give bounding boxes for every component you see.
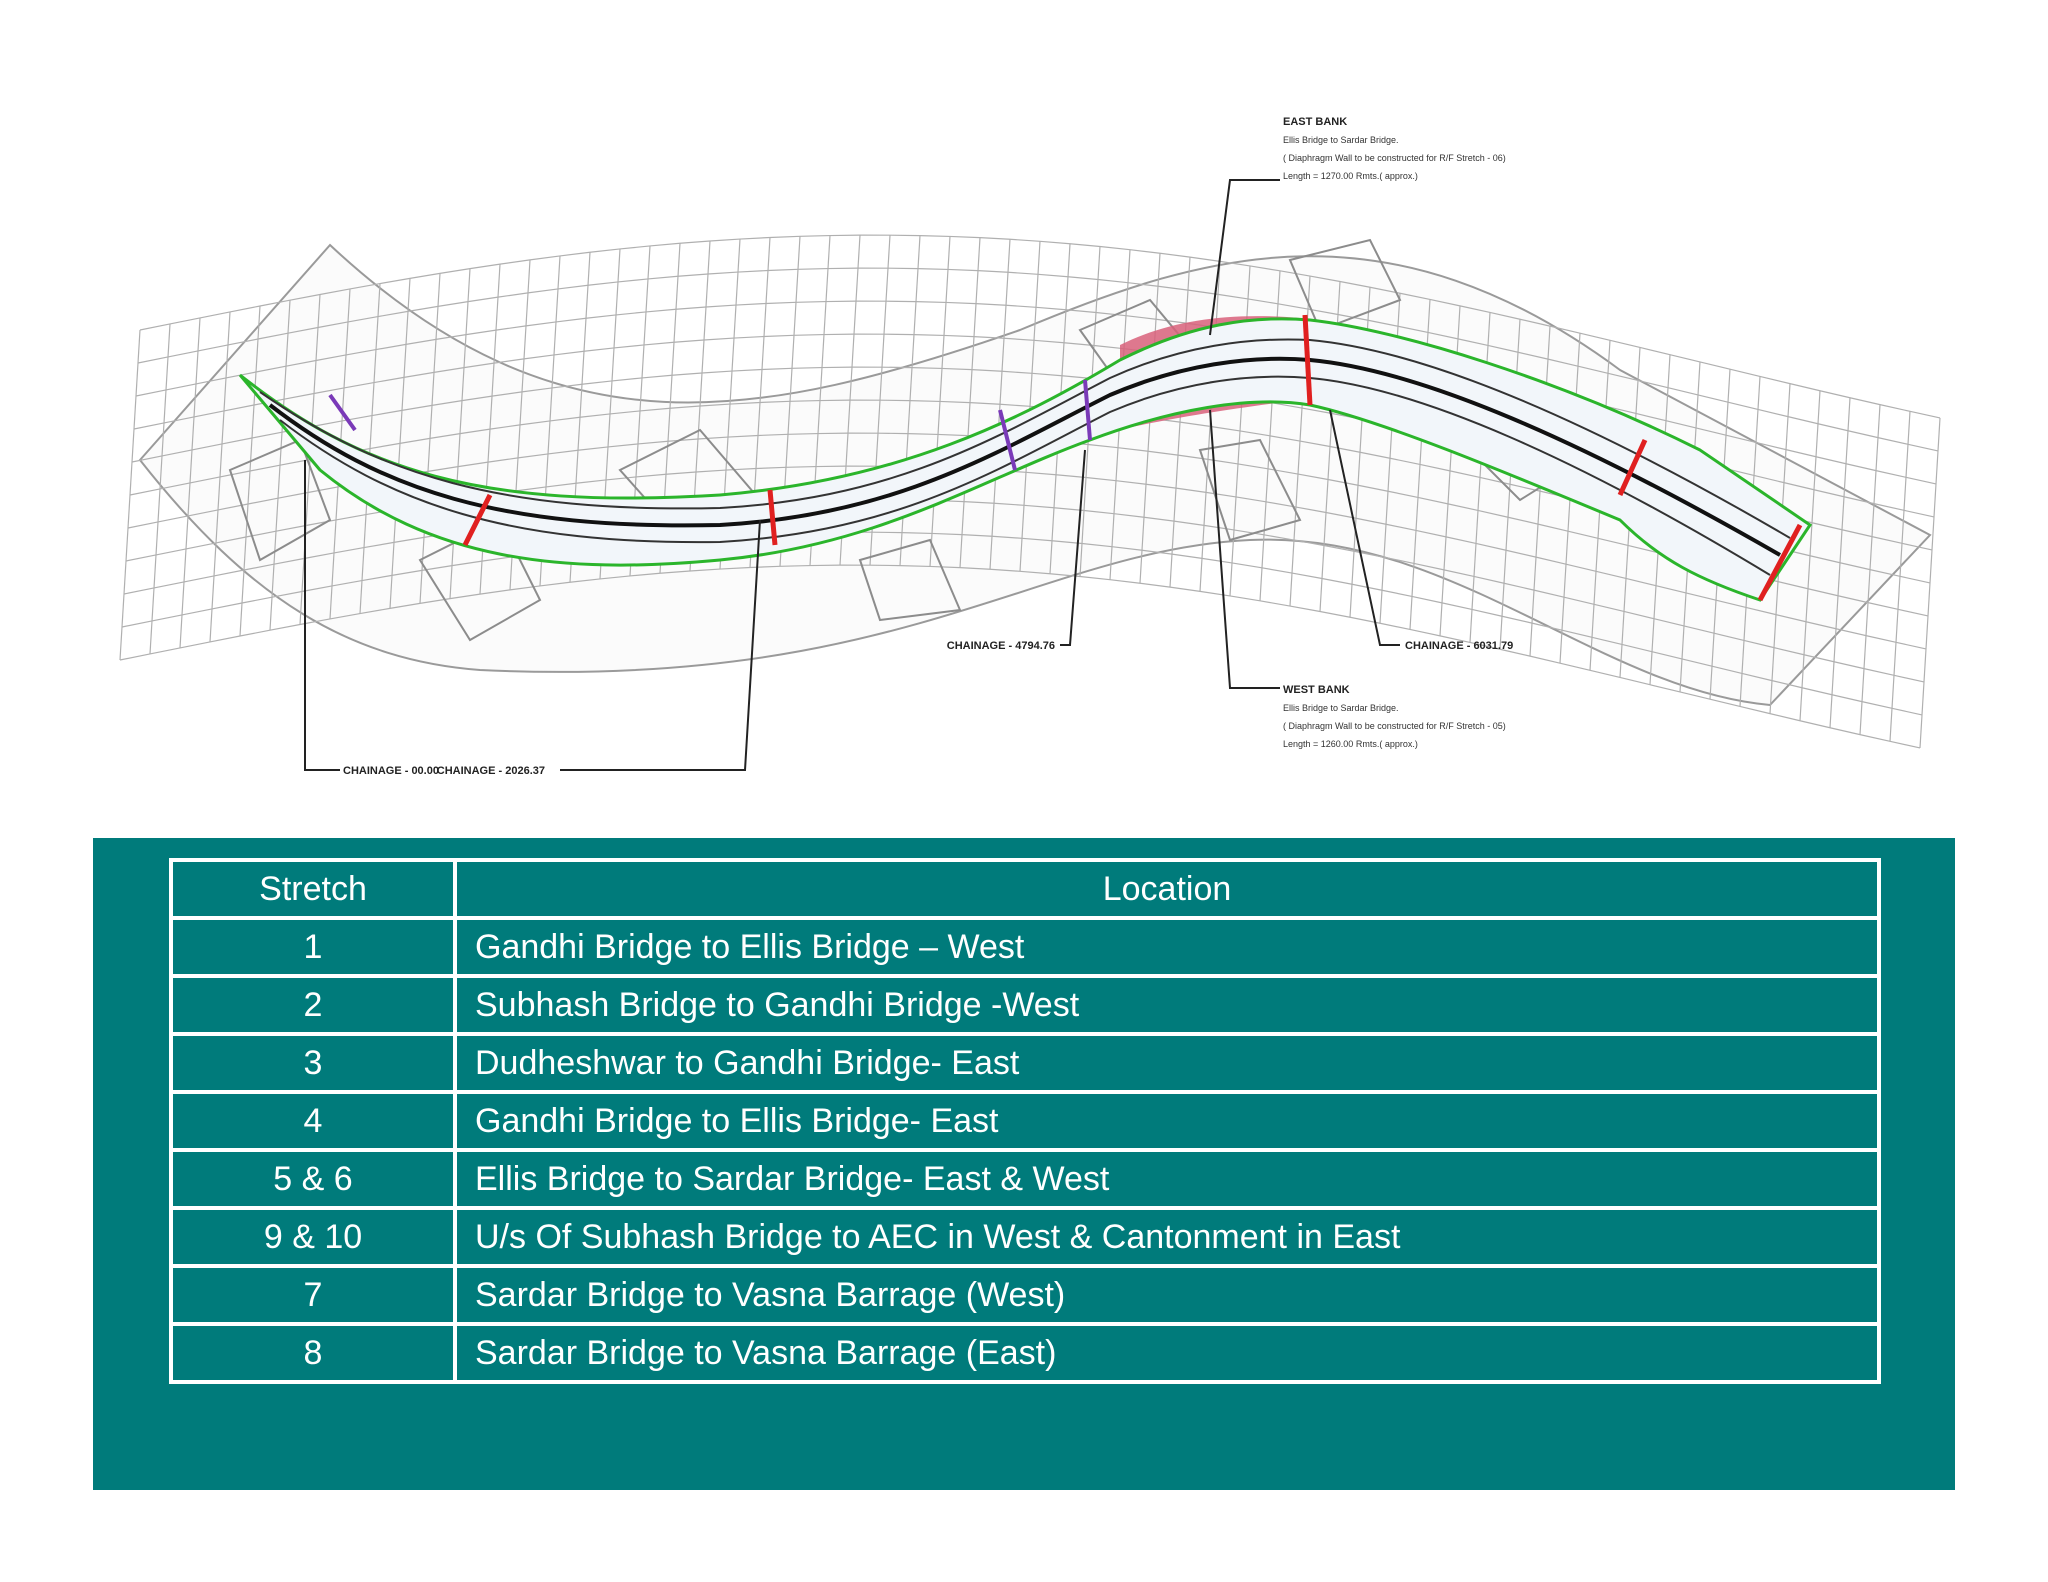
river-lane-top [259,338,1791,539]
cell-location: Sardar Bridge to Vasna Barrage (West) [453,1264,1881,1326]
cell-location: Subhash Bridge to Gandhi Bridge -West [453,974,1881,1036]
grid-curve [121,531,1923,716]
cell-stretch: 4 [169,1090,457,1152]
cell-stretch: 3 [169,1032,457,1094]
grid-curve [135,300,1937,485]
chainage-label: CHAINAGE - 4794.76 [947,640,1055,652]
cell-stretch: 9 & 10 [169,1206,457,1268]
cell-location: Gandhi Bridge to Ellis Bridge- East [453,1090,1881,1152]
grid-curve [119,564,1921,749]
table-row: 1 Gandhi Bridge to Ellis Bridge – West [169,916,1881,978]
table-row: 8 Sardar Bridge to Vasna Barrage (East) [169,1322,1881,1384]
cell-stretch: 8 [169,1322,457,1384]
grid-curve [123,498,1925,683]
chainage-label: CHAINAGE - 2026.37 [437,765,545,777]
east-bank-line: Ellis Bridge to Sardar Bridge. [1283,135,1399,145]
table-row: 9 & 10 U/s Of Subhash Bridge to AEC in W… [169,1206,1881,1268]
west-bank-title: WEST BANK [1283,684,1350,696]
river-lane-bottom [279,375,1771,576]
table-row: 3 Dudheshwar to Gandhi Bridge- East [169,1032,1881,1094]
bridge-markers [328,379,1092,471]
table-row: 4 Gandhi Bridge to Ellis Bridge- East [169,1090,1881,1152]
chainage-label: CHAINAGE - 6031.79 [1405,640,1513,652]
west-bank-line: Ellis Bridge to Sardar Bridge. [1283,703,1399,713]
east-bank-line: ( Diaphragm Wall to be constructed for R… [1283,153,1506,163]
header-stretch: Stretch [169,858,457,920]
header-location: Location [453,858,1881,920]
table-row: 7 Sardar Bridge to Vasna Barrage (West) [169,1264,1881,1326]
east-bank-title: EAST BANK [1283,116,1347,128]
west-bank-line: Length = 1260.00 Rmts.( approx.) [1283,739,1418,749]
cell-location: Dudheshwar to Gandhi Bridge- East [453,1032,1881,1094]
cell-location: Gandhi Bridge to Ellis Bridge – West [453,916,1881,978]
grid-curve [137,267,1939,452]
stretch-panel: Stretch Location 1 Gandhi Bridge to Elli… [93,838,1955,1490]
cell-stretch: 1 [169,916,457,978]
stretch-table: Stretch Location 1 Gandhi Bridge to Elli… [169,858,1881,1384]
west-bank-line: ( Diaphragm Wall to be constructed for R… [1283,721,1506,731]
chainage-label: CHAINAGE - 00.00 [343,765,439,777]
river-centreline [268,356,1781,557]
riverfront-plan-map: CHAINAGE - 00.00 CHAINAGE - 2026.37 CHAI… [119,116,1941,777]
table-row: 2 Subhash Bridge to Gandhi Bridge -West [169,974,1881,1036]
table-row: 5 & 6 Ellis Bridge to Sardar Bridge- Eas… [169,1148,1881,1210]
cell-stretch: 7 [169,1264,457,1326]
river-channel [238,317,1813,602]
cell-location: Sardar Bridge to Vasna Barrage (East) [453,1322,1881,1384]
grid-curve [139,234,1941,419]
cell-location: U/s Of Subhash Bridge to AEC in West & C… [453,1206,1881,1268]
chainage-markers [462,314,1803,602]
east-bank-line: Length = 1270.00 Rmts.( approx.) [1283,171,1418,181]
leader-lines [304,179,1400,771]
cell-stretch: 5 & 6 [169,1148,457,1210]
table-header-row: Stretch Location [169,858,1881,920]
cell-location: Ellis Bridge to Sardar Bridge- East & We… [453,1148,1881,1210]
cell-stretch: 2 [169,974,457,1036]
